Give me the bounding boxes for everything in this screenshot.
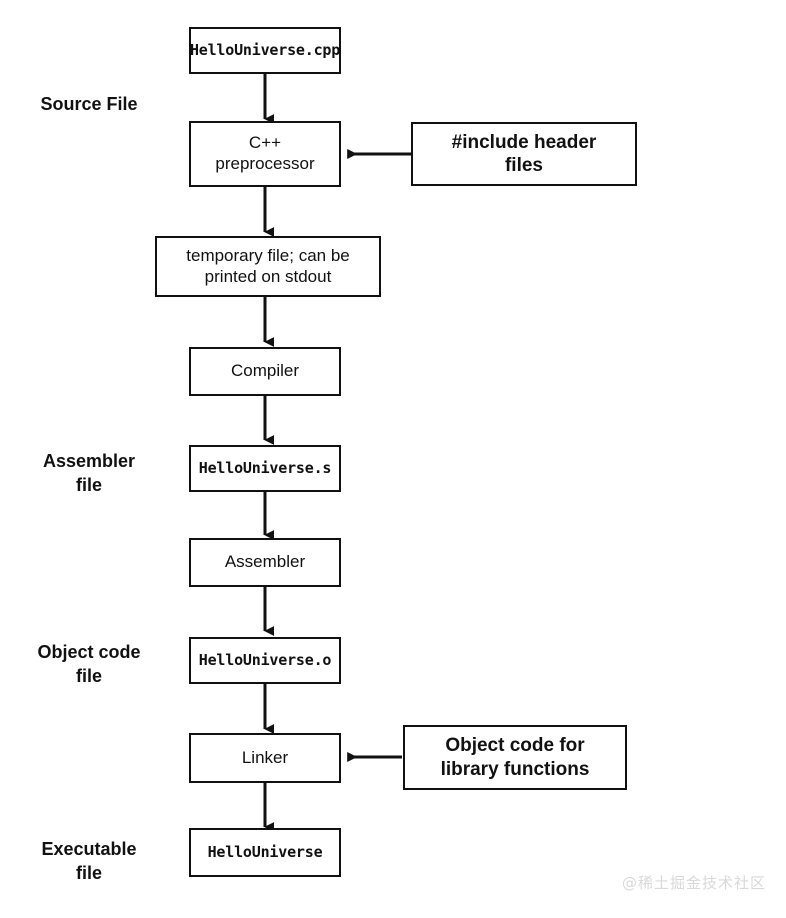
node-assembler-file[interactable]: HelloUniverse.s	[189, 445, 341, 492]
node-compiler[interactable]: Compiler	[189, 347, 341, 396]
node-assembler[interactable]: Assembler	[189, 538, 341, 587]
stage-label-object-code-file: Object code file	[37, 642, 141, 686]
node-executable-file[interactable]: HelloUniverse	[189, 828, 341, 877]
node-library-object-code[interactable]: Object code for library functions	[403, 725, 627, 790]
node-object-file[interactable]: HelloUniverse.o	[189, 637, 341, 684]
node-source-file[interactable]: HelloUniverse.cpp	[189, 27, 341, 74]
stage-label-executable-file: Executable file	[41, 839, 137, 883]
stage-label-source-file: Source File	[40, 94, 138, 114]
node-preprocessor[interactable]: C++ preprocessor	[189, 121, 341, 187]
stage-label-assembler-file: Assembler file	[42, 451, 136, 495]
node-temporary-file[interactable]: temporary file; can be printed on stdout	[155, 236, 381, 297]
node-include-header-files[interactable]: #include header files	[411, 122, 637, 186]
node-linker[interactable]: Linker	[189, 733, 341, 783]
watermark: @稀土掘金技术社区	[622, 874, 767, 892]
